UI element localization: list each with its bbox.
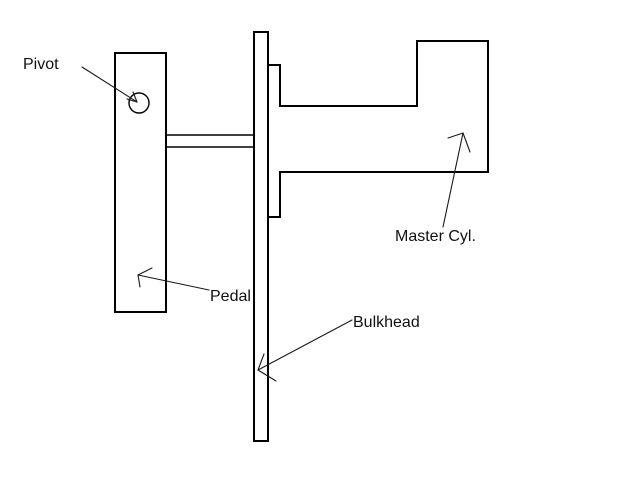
pedal-outline — [114, 52, 167, 313]
master-cylinder-outline — [268, 40, 489, 218]
pedal-arrow — [137, 267, 210, 291]
bulkhead-outline — [253, 31, 269, 442]
pivot-circle — [128, 92, 150, 114]
pivot-label: Pivot — [23, 56, 59, 73]
master-cyl-label: Master Cyl. — [395, 228, 476, 245]
bulkhead-arrow — [257, 319, 353, 382]
pedal-label: Pedal — [210, 288, 251, 305]
pivot-arrow — [81, 66, 138, 103]
master-cyl-arrow — [442, 132, 471, 228]
bulkhead-label: Bulkhead — [353, 314, 420, 331]
